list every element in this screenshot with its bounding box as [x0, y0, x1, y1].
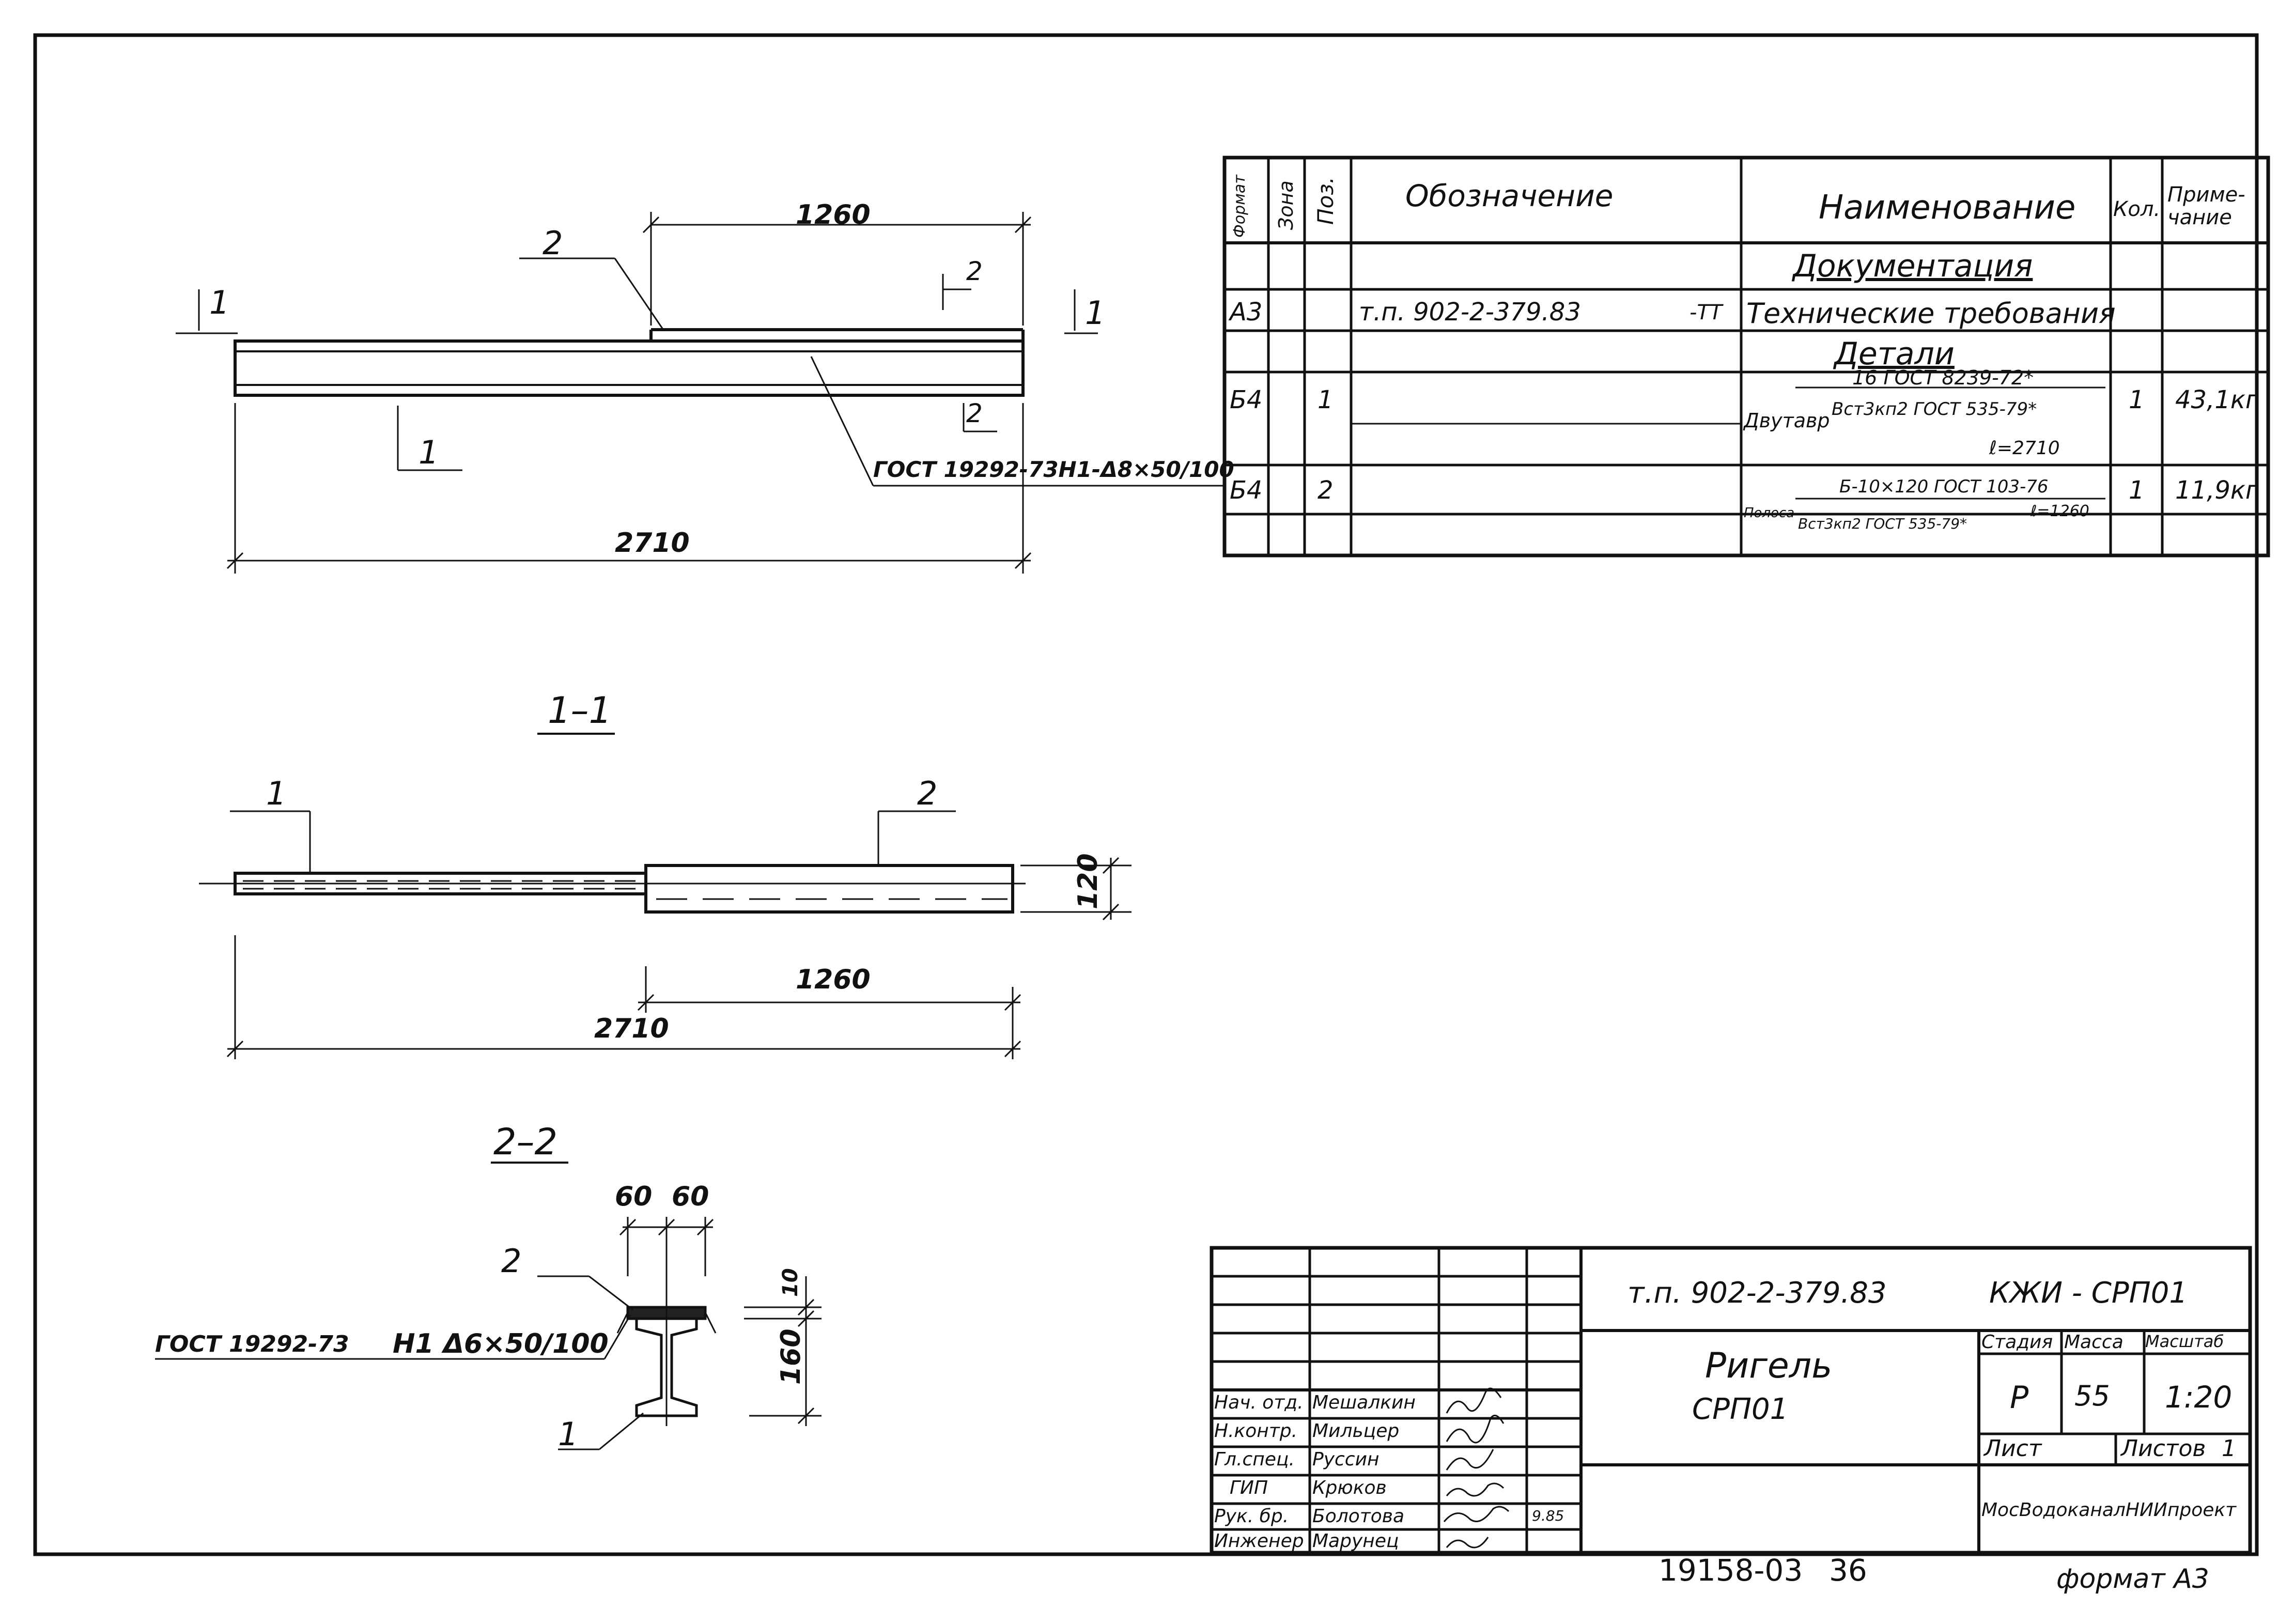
main-weld-note: ГОСТ 19292-73Н1-Δ8×50/100: [873, 457, 1234, 482]
spec-row1-name-length: ℓ=2710: [1989, 438, 2060, 459]
role-5: Инженер: [1214, 1530, 1304, 1552]
main-pos-2: 2: [542, 224, 563, 262]
spec-row2-note: 11,9кг: [2175, 476, 2259, 505]
title-block-grid: [1210, 1246, 2252, 1555]
main-dim-1260: 1260: [796, 199, 871, 230]
title-scale-value: 1:20: [2165, 1380, 2233, 1415]
footer-archive-number: 19158-03: [1659, 1553, 1803, 1588]
spec-row2-name-bottom: Вст3кп2 ГОСТ 535-79*: [1798, 515, 1967, 532]
section-2-2-dim-10: 10: [779, 1268, 802, 1297]
role-name-5: Марунец: [1312, 1530, 1399, 1552]
spec-docs-format: А3: [1230, 298, 1263, 327]
spec-row2-name-top: Б-10×120 ГОСТ 103-76: [1839, 476, 2049, 497]
title-doc-number: т.п. 902-2-379.83: [1628, 1276, 1887, 1310]
role-2: Гл.спец.: [1214, 1449, 1295, 1470]
signatures: [1443, 1387, 1510, 1549]
spec-docs-suffix: -ТТ: [1690, 301, 1723, 324]
spec-header-zone: Зона: [1275, 180, 1297, 230]
section-1-1-dim-120: 120: [1073, 853, 1104, 909]
main-view-dimensions: [176, 212, 1225, 574]
section-mark-1-right: 1: [1085, 294, 1106, 332]
main-view-beam: [234, 328, 1025, 397]
spec-header-name: Наименование: [1819, 189, 2076, 227]
role-3: ГИП: [1230, 1477, 1268, 1498]
footer-format: формат А3: [2056, 1564, 2209, 1595]
spec-table-grid: [1222, 156, 2270, 558]
spec-header-qty: Кол.: [2113, 197, 2161, 221]
section-2-2-pos-2: 2: [501, 1242, 522, 1280]
title-name-line1: Ригель: [1705, 1345, 1833, 1386]
spec-row1-name-prefix: Двутавр: [1744, 409, 1830, 432]
role-name-4: Болотова: [1312, 1506, 1405, 1527]
role-name-0: Мешалкин: [1312, 1392, 1416, 1413]
spec-header-note: Приме-чание: [2167, 183, 2245, 229]
section-1-1-dim-1260: 1260: [796, 964, 871, 995]
spec-row2-qty: 1: [2129, 476, 2145, 505]
section-mark-1-left: 1: [209, 284, 230, 321]
title-sheets-label: Листов: [2121, 1435, 2206, 1462]
section-2-2-dim-60b: 60: [672, 1181, 709, 1212]
spec-header-designation: Обозначение: [1405, 178, 1614, 213]
spec-row1-note: 43,1кг: [2175, 385, 2259, 414]
title-sheet-label: Лист: [1984, 1435, 2042, 1462]
role-name-2: Руссин: [1312, 1449, 1380, 1470]
section-1-1-pos-2: 2: [917, 775, 938, 812]
section-1-1-lines: [199, 864, 1026, 914]
title-mass-label: Масса: [2064, 1332, 2124, 1353]
spec-docs-designation: т.п. 902-2-379.83: [1359, 298, 1581, 327]
section-2-2-weld-spec: Н1 Δ6×50/100: [393, 1328, 609, 1359]
section-mark-2-bottom: 2: [966, 398, 983, 428]
title-mass-value: 55: [2074, 1380, 2110, 1412]
spec-row1-name-bottom: Вст3кп2 ГОСТ 535-79*: [1832, 399, 2037, 420]
role-0: Нач. отд.: [1214, 1392, 1304, 1413]
role-1: Н.контр.: [1214, 1420, 1298, 1442]
title-sheets-value: 1: [2222, 1435, 2236, 1462]
section-1-1-dimensions: [226, 810, 1132, 1059]
title-organization: МосВодоканалНИИпроект: [1981, 1499, 2237, 1521]
main-pos-1: 1: [419, 434, 439, 471]
title-stage-label: Стадия: [1981, 1332, 2053, 1353]
section-1-1-pos-1: 1: [266, 775, 287, 812]
spec-section-documentation: Документация: [1793, 248, 2033, 284]
title-scale-label: Масштаб: [2145, 1332, 2224, 1351]
section-2-2-pos-1: 1: [558, 1415, 579, 1453]
section-1-1-dim-2710: 2710: [594, 1013, 669, 1044]
role-name-1: Мильцер: [1312, 1420, 1400, 1442]
spec-header-format: Формат: [1231, 175, 1249, 238]
spec-row2-name-length: ℓ=1260: [2031, 502, 2089, 520]
spec-row1-name-top: 16 ГОСТ 8239-72*: [1852, 366, 2034, 389]
sheet-border: [33, 33, 2259, 1556]
section-2-2-weld-std: ГОСТ 19292-73: [155, 1331, 349, 1357]
section-mark-2-top: 2: [966, 256, 983, 286]
title-stage-value: Р: [2010, 1380, 2029, 1416]
spec-header-pos: Поз.: [1313, 177, 1338, 225]
spec-docs-name: Технические требования: [1746, 297, 2116, 330]
section-2-2-dimensions: [155, 1217, 822, 1450]
sign-date: 9.85: [1532, 1507, 1564, 1524]
footer-sheet-index: 36: [1829, 1553, 1867, 1588]
role-name-3: Крюков: [1312, 1477, 1387, 1498]
section-1-1-title: 1–1: [548, 689, 612, 732]
section-2-2-dim-60a: 60: [615, 1181, 653, 1212]
section-2-2-dim-160: 160: [776, 1328, 807, 1385]
section-2-2-title: 2–2: [493, 1121, 558, 1163]
spec-row1-pos: 1: [1318, 385, 1334, 414]
spec-section-parts: Детали: [1834, 336, 1955, 372]
role-4: Рук. бр.: [1214, 1506, 1289, 1527]
main-dim-2710: 2710: [615, 528, 690, 559]
spec-row2-name-prefix: Полоса: [1744, 505, 1795, 521]
title-name-line2: СРП01: [1692, 1393, 1789, 1426]
spec-row2-pos: 2: [1318, 476, 1334, 505]
spec-row2-format: Б4: [1230, 476, 1263, 505]
spec-row1-format: Б4: [1230, 385, 1263, 414]
spec-row1-qty: 1: [2129, 385, 2145, 414]
title-code: КЖИ - СРП01: [1989, 1276, 2188, 1310]
